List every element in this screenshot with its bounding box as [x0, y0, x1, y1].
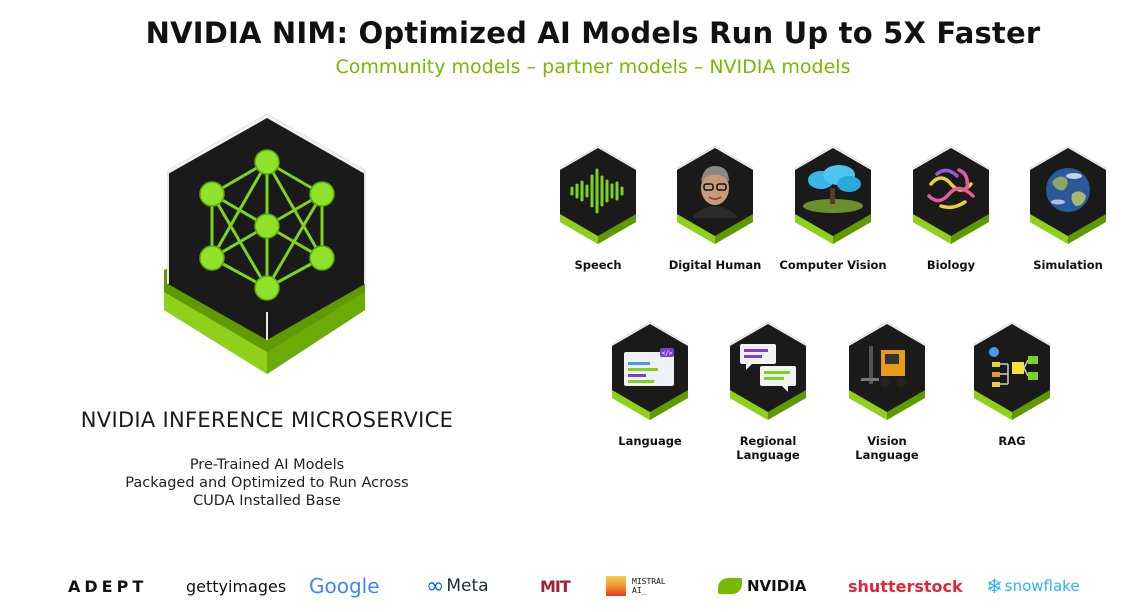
model-tile-regional-language[interactable]: Regional Language [709, 320, 827, 462]
partner-logo-text: snowflake [1004, 577, 1080, 595]
earth-icon [1046, 168, 1090, 212]
partner-logo-google: Google [309, 568, 380, 604]
model-tile-label: Speech [574, 258, 622, 272]
hero-description-line: CUDA Installed Base [193, 493, 341, 509]
model-tile-label: Biology [926, 258, 976, 272]
partner-logo-shutterstock: shutterstock [848, 568, 963, 604]
model-tile-label: Simulation [1033, 258, 1103, 272]
hero-description: Pre-Trained AI Models Packaged and Optim… [0, 456, 534, 510]
partner-logo-mistral: MISTRAL AI_ [606, 568, 672, 604]
model-tile-speech[interactable]: Speech [539, 144, 657, 272]
protein-icon [927, 168, 975, 210]
rag-flow-icon [989, 347, 1038, 387]
partner-logo-text: ADEPT [68, 576, 148, 596]
waveform-icon [570, 168, 624, 214]
model-tile-label-line: Language [855, 448, 919, 462]
partner-logo-text: Meta [446, 576, 489, 596]
partner-logo-nvidia: NVIDIA [718, 568, 806, 604]
model-tile-computer-vision[interactable]: Computer Vision [774, 144, 892, 272]
model-tile-language[interactable]: </> Language [591, 320, 709, 448]
digital-human-icon [693, 166, 737, 218]
partner-logo-text: Google [309, 574, 380, 598]
model-tile-label-line: Language [736, 448, 800, 462]
page-title: NVIDIA NIM: Optimized AI Models Run Up t… [145, 16, 1041, 50]
model-tile-label-line: Regional [739, 434, 797, 448]
page-subtitle: Community models – partner models – NVID… [335, 56, 851, 78]
snowflake-icon: ❄ [986, 574, 1003, 598]
partner-logo-gettyimages: gettyimages [186, 568, 286, 604]
hero-description-line: Packaged and Optimized to Run Across [125, 475, 409, 491]
model-tile-digital-human[interactable]: Digital Human [656, 144, 774, 272]
neural-network-cube-icon [160, 112, 375, 382]
model-tile-simulation[interactable]: Simulation [1009, 144, 1122, 272]
model-tile-label: Digital Human [668, 258, 762, 272]
model-tile-vision-language[interactable]: Vision Language [828, 320, 946, 462]
tree-icon [803, 165, 863, 213]
partner-logo-meta: ∞ Meta [426, 568, 489, 604]
hero-title: NVIDIA INFERENCE MICROSERVICE [80, 408, 454, 432]
mistral-m-icon [606, 576, 626, 596]
nvidia-eye-icon [718, 578, 742, 594]
svg-text:</>: </> [662, 350, 673, 357]
partner-logo-text: shutterstock [848, 576, 963, 596]
partner-logos: ADEPT gettyimages Google ∞ Meta MIT MIST… [0, 568, 1122, 604]
partner-logo-mit: MIT [540, 568, 571, 604]
partner-logo-text: MISTRAL AI_ [632, 577, 666, 595]
partner-logo-text: gettyimages [186, 576, 287, 596]
model-tile-label: RAG [998, 434, 1026, 448]
model-tile-label: Language [618, 434, 682, 448]
partner-logo-adept: ADEPT [68, 568, 147, 604]
model-tile-label: Vision Language [828, 434, 946, 462]
partner-logo-text: MIT [540, 576, 571, 596]
model-tile-rag[interactable]: RAG [953, 320, 1071, 448]
infinity-icon: ∞ [426, 573, 445, 599]
forklift-icon [861, 346, 906, 387]
model-tile-label-line: Vision [867, 434, 907, 448]
chat-bubbles-icon [740, 344, 796, 392]
code-window-icon: </> [624, 348, 674, 386]
model-tile-label: Regional Language [709, 434, 827, 462]
model-tile-biology[interactable]: Biology [892, 144, 1010, 272]
model-tile-label: Computer Vision [779, 258, 887, 272]
hero-description-line: Pre-Trained AI Models [189, 457, 345, 473]
partner-logo-text: NVIDIA [747, 577, 807, 595]
partner-logo-snowflake: ❄ snowflake [986, 568, 1080, 604]
